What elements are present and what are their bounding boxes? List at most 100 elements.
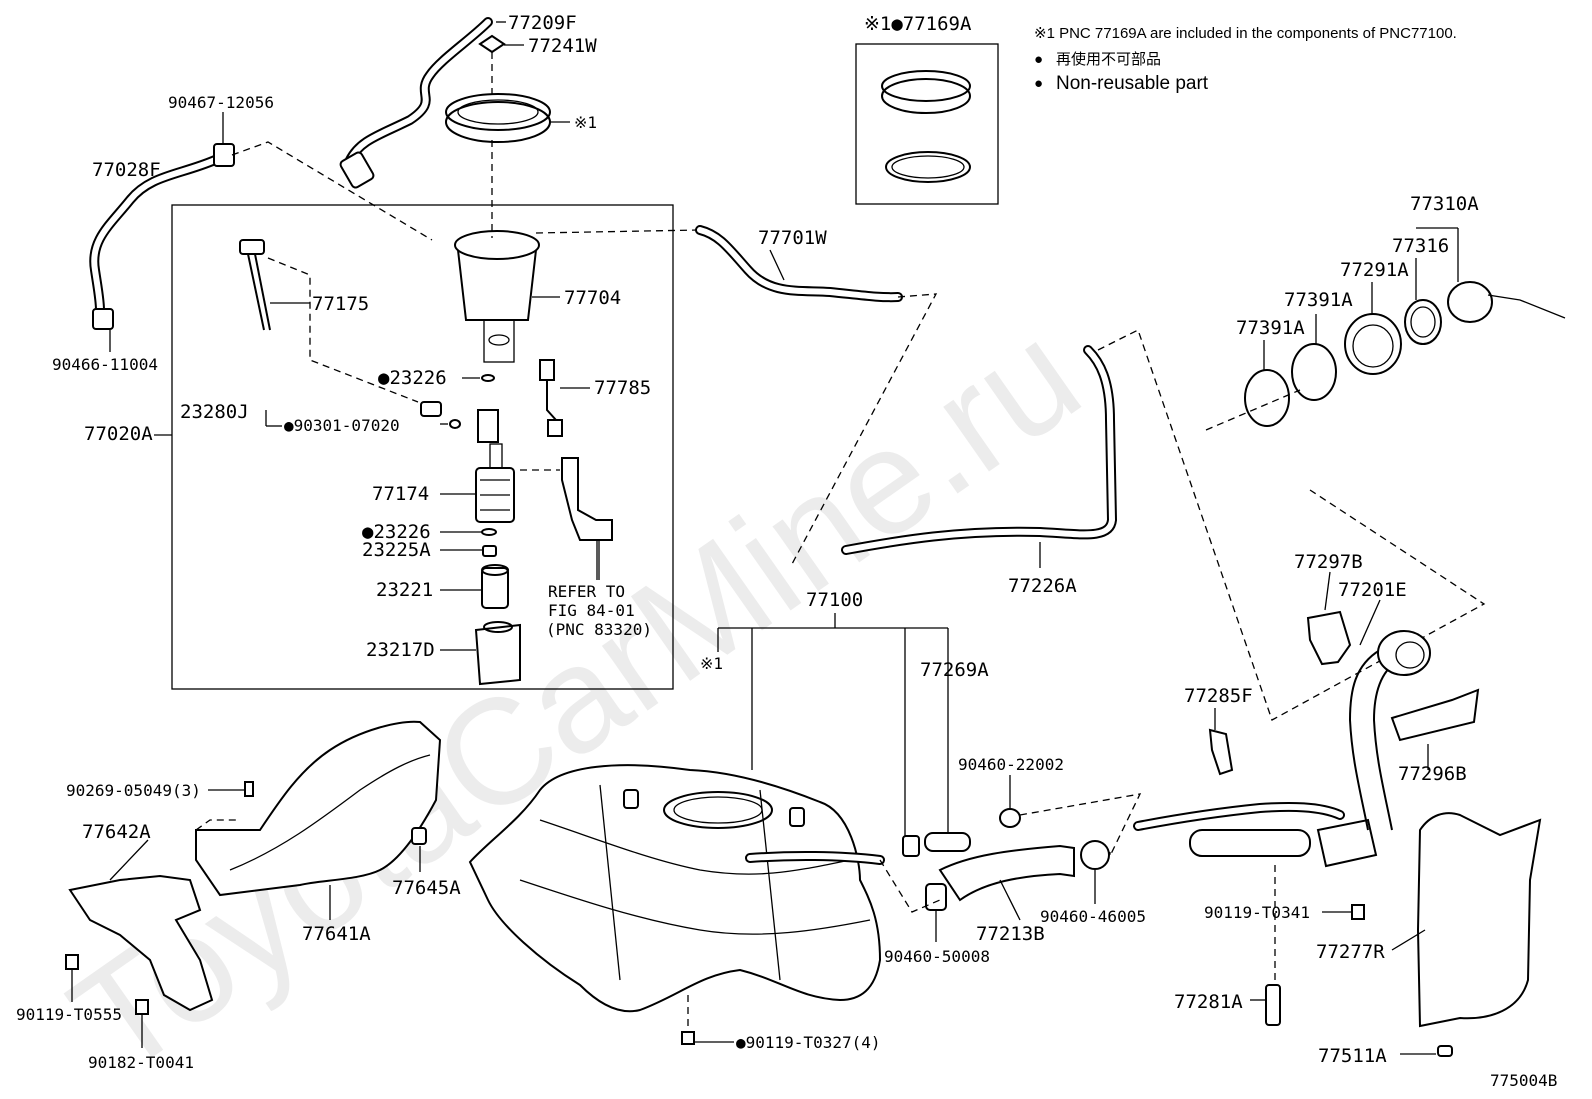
leader-lines bbox=[71, 21, 1459, 1055]
clamp-90466-11004[interactable] bbox=[92, 308, 114, 330]
note-bullet-1: ● bbox=[1034, 51, 1043, 68]
label-90119-T0327: ●90119-T0327(4) bbox=[736, 1033, 881, 1052]
label-77642A: 77642A bbox=[82, 821, 151, 843]
label-note1-tank: ※1 bbox=[700, 654, 723, 673]
note-line-3: Non-reusable part bbox=[1056, 73, 1209, 94]
cushion-23225A[interactable] bbox=[482, 545, 497, 557]
label-90269-05049: 90269-05049(3) bbox=[66, 781, 201, 800]
label-90119-T0341: 90119-T0341 bbox=[1204, 903, 1310, 922]
label-77704: 77704 bbox=[564, 287, 621, 309]
clamp-90460-22002[interactable] bbox=[999, 808, 1021, 828]
bolt-90119-T0341[interactable] bbox=[1351, 904, 1365, 920]
label-77175: 77175 bbox=[312, 293, 369, 315]
hose-77028F[interactable] bbox=[89, 155, 220, 315]
tube-77226A[interactable] bbox=[841, 345, 1117, 555]
label-77277R: 77277R bbox=[1316, 941, 1385, 963]
seal-77391A-a[interactable] bbox=[1244, 369, 1290, 427]
label-77645A: 77645A bbox=[392, 877, 461, 899]
bracket-77297B[interactable] bbox=[1306, 610, 1352, 666]
o-ring-23226-upper[interactable] bbox=[481, 374, 495, 382]
label-77213B: 77213B bbox=[976, 923, 1045, 945]
regulator-23280J[interactable] bbox=[420, 401, 461, 429]
clip-77241W[interactable] bbox=[478, 34, 506, 54]
fuel-cap-77310A[interactable] bbox=[1447, 281, 1566, 323]
label-77316: 77316 bbox=[1392, 235, 1449, 257]
gasket-77316[interactable] bbox=[1404, 299, 1442, 345]
fuel-pump-23221[interactable] bbox=[481, 564, 509, 609]
note-bullet-2: ● bbox=[1034, 75, 1043, 92]
hose-77701W[interactable] bbox=[695, 225, 903, 303]
label-23217D: 23217D bbox=[366, 639, 435, 661]
bracket-77296B[interactable] bbox=[1390, 688, 1480, 742]
label-refer-pnc: (PNC 83320) bbox=[546, 620, 652, 639]
label-77174: 77174 bbox=[372, 483, 429, 505]
label-77201E: 77201E bbox=[1338, 579, 1407, 601]
retainer-ring[interactable] bbox=[445, 93, 551, 143]
label-77209F: 77209F bbox=[508, 12, 577, 34]
protector-77641A[interactable] bbox=[195, 720, 442, 897]
label-note1-ring: ※1 bbox=[574, 113, 597, 132]
protector-77642A[interactable] bbox=[68, 874, 214, 1012]
ring-77291A[interactable] bbox=[1344, 313, 1402, 375]
clamp-90467-12056[interactable] bbox=[213, 143, 235, 167]
label-90467-12056: 90467-12056 bbox=[168, 93, 274, 112]
filler-pipe-77201E[interactable] bbox=[1316, 630, 1431, 868]
filter-23217D[interactable] bbox=[474, 621, 521, 686]
fuel-sender-gauge-77175[interactable] bbox=[239, 239, 271, 331]
label-77310A: 77310A bbox=[1410, 193, 1479, 215]
label-77226A: 77226A bbox=[1008, 575, 1077, 597]
clamp-90460-50008[interactable] bbox=[925, 883, 947, 911]
clip-77511A[interactable] bbox=[1437, 1045, 1453, 1057]
seal-77391A-b[interactable] bbox=[1291, 343, 1337, 401]
clip-tank[interactable] bbox=[902, 835, 920, 857]
inset-gasket-ring[interactable] bbox=[885, 151, 971, 183]
label-77297B: 77297B bbox=[1294, 551, 1363, 573]
label-90466-11004: 90466-11004 bbox=[52, 355, 158, 374]
label-refer-fig: FIG 84-01 bbox=[548, 601, 635, 620]
label-23280J: 23280J bbox=[180, 401, 249, 423]
fuel-pump-body-77174[interactable] bbox=[475, 409, 515, 523]
wire-harness-77785[interactable] bbox=[539, 359, 563, 437]
label-77281A: 77281A bbox=[1174, 991, 1243, 1013]
hose-77269A[interactable] bbox=[924, 832, 971, 852]
bolt-90182-T0041[interactable] bbox=[135, 999, 149, 1015]
label-90460-22002: 90460-22002 bbox=[958, 755, 1064, 774]
protector-77277R[interactable] bbox=[1416, 812, 1542, 1028]
clip-77281A[interactable] bbox=[1265, 984, 1281, 1026]
label-90460-46005: 90460-46005 bbox=[1040, 907, 1146, 926]
label-77641A: 77641A bbox=[302, 923, 371, 945]
note-line-2: 再使用不可部品 bbox=[1056, 51, 1161, 68]
hose-filler-joint[interactable] bbox=[1189, 829, 1311, 857]
label-77391A-a: 77391A bbox=[1236, 317, 1305, 339]
o-ring-23226-lower[interactable] bbox=[481, 528, 497, 536]
clip-77285F[interactable] bbox=[1208, 728, 1234, 776]
label-90301-07020: ●90301-07020 bbox=[284, 416, 400, 435]
fuel-tank-77100[interactable] bbox=[468, 764, 882, 1013]
label-77020A: 77020A bbox=[84, 423, 153, 445]
vent-hose-77209F[interactable] bbox=[339, 17, 493, 189]
inset-retainer-ring[interactable] bbox=[881, 70, 971, 114]
label-23226-lower: ●23226 bbox=[362, 521, 431, 543]
label-77269A: 77269A bbox=[920, 659, 989, 681]
label-refer-to: REFER TO bbox=[548, 582, 625, 601]
label-77241W: 77241W bbox=[528, 35, 597, 57]
fuel-pump-housing-77704[interactable] bbox=[454, 230, 540, 363]
breather-tube[interactable] bbox=[1133, 801, 1345, 831]
label-77296B: 77296B bbox=[1398, 763, 1467, 785]
label-90460-50008: 90460-50008 bbox=[884, 947, 990, 966]
label-77785: 77785 bbox=[594, 377, 651, 399]
bolt-90269-05049[interactable] bbox=[244, 781, 254, 797]
bolt-90119-T0327[interactable] bbox=[681, 1031, 695, 1045]
tank-outlet-hose[interactable] bbox=[745, 850, 885, 865]
clamp-90460-46005[interactable] bbox=[1080, 840, 1110, 870]
label-77511A: 77511A bbox=[1318, 1045, 1387, 1067]
clip-77645A[interactable] bbox=[411, 827, 427, 845]
label-23225A: 23225A bbox=[362, 539, 431, 561]
label-77391A-b: 77391A bbox=[1284, 289, 1353, 311]
hose-77213B[interactable] bbox=[938, 844, 1075, 902]
bolt-90119-T0555[interactable] bbox=[65, 954, 79, 970]
label-77701W: 77701W bbox=[758, 227, 827, 249]
label-23221: 23221 bbox=[376, 579, 433, 601]
bracket-84-01 bbox=[561, 457, 613, 541]
